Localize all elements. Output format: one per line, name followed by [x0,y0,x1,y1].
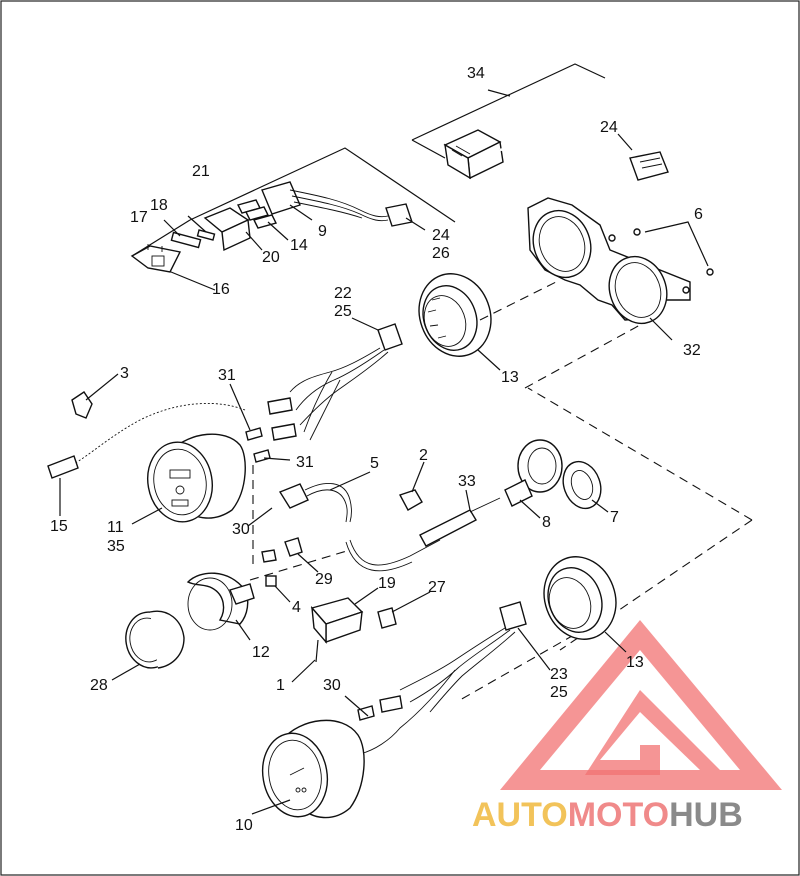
watermark-logo [500,620,782,790]
part-10-tachometer [261,719,365,819]
part-33-cable [345,497,501,572]
callout-25: 25 [334,303,352,320]
part-34-harness [411,63,669,181]
alignment-line-bracket [249,549,351,581]
part-2-clamp [398,489,423,511]
callout-26: 26 [432,245,450,262]
part-13-upper-ring [418,273,492,357]
callout-16: 16 [212,281,230,298]
leader-lines [59,133,673,815]
callout-31: 31 [218,367,236,384]
callout-25-lower: 25 [550,684,568,701]
part-7-ring [562,460,602,510]
part-28-gauge [125,610,185,669]
callout-2: 2 [419,447,428,464]
part-19-module [310,597,364,644]
callout-10: 10 [235,817,253,834]
part-30-bulb [261,549,277,563]
part-6-screws [633,221,714,276]
callout-6: 6 [694,206,703,223]
callout-30-lower: 30 [323,677,341,694]
part-1-screw [315,639,319,663]
svg-text:AUTOMOTOHUB: AUTOMOTOHUB [472,796,743,834]
callout-12: 12 [252,644,270,661]
callout-17: 17 [130,209,148,226]
callout-33: 33 [458,473,476,490]
alignment-line-upper [524,324,641,389]
callout-labels: 34 24 21 6 18 17 9 24 26 14 20 16 22 25 … [50,65,703,834]
callout-7: 7 [610,509,619,526]
callout-28: 28 [90,677,108,694]
alignment-line-right [527,387,753,521]
part-23-lower-harness [357,601,527,755]
callout-1: 1 [276,677,285,694]
part-12-housing [186,572,255,631]
callout-30: 30 [232,521,250,538]
callout-29: 29 [315,571,333,588]
part-8-sensor [504,439,563,507]
callout-20: 20 [262,249,280,266]
alignment-line-ring [479,279,561,321]
callout-24-lower: 24 [432,227,450,244]
watermark-auto: AUTO [472,796,568,834]
part-22-gauge-harness [245,323,403,463]
watermark-hub: HUB [669,796,743,834]
part-15-sensor-cable [47,403,246,479]
callout-9: 9 [318,223,327,240]
callout-15: 15 [50,518,68,535]
callout-32: 32 [683,342,701,359]
alignment-line-ring-lower [459,619,601,701]
part-5-cable [278,483,352,523]
callout-13-upper: 13 [501,369,519,386]
alignment-line-lower [559,519,753,651]
watermark-moto: MOTO [568,796,669,834]
callout-24: 24 [600,119,618,136]
callout-35: 35 [107,538,125,555]
part-27-connector [377,607,397,629]
callout-19: 19 [378,575,396,592]
callout-21: 21 [192,163,210,180]
callout-34: 34 [467,65,485,82]
part-4-nut [265,575,277,587]
callout-13-lower: 13 [626,654,644,671]
callout-14: 14 [290,237,308,254]
part-29-socket [284,537,303,557]
callout-3: 3 [120,365,129,382]
callout-22: 22 [334,285,352,302]
callout-8: 8 [542,514,551,531]
part-11-speedometer [147,433,246,523]
callout-4: 4 [292,599,301,616]
watermark-wordmark: AUTOMOTOHUB [472,796,743,834]
part-21-harness-kit [130,147,456,291]
part-13-lower-ring [543,556,617,640]
part-32-mount-bracket [527,197,691,325]
callout-18: 18 [150,197,168,214]
callout-31-lower: 31 [296,454,314,471]
part-3-clip [71,391,93,419]
callout-5: 5 [370,455,379,472]
callout-11: 11 [107,519,124,536]
callout-23: 23 [550,666,568,683]
callout-27: 27 [428,579,446,596]
